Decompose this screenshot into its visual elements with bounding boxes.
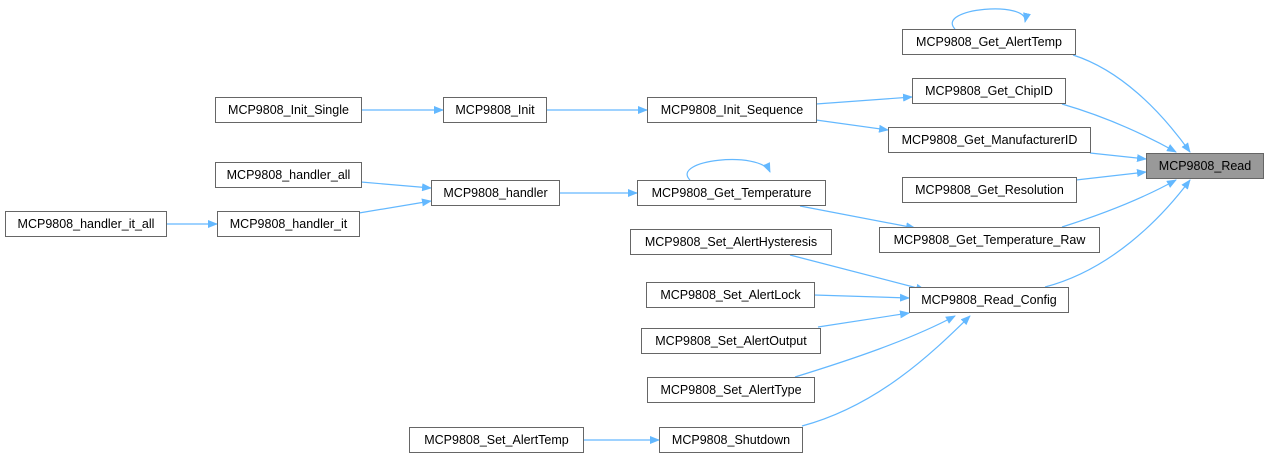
- edge-get-temperature-raw-to-read: [1061, 179, 1177, 228]
- node-get-chipid[interactable]: MCP9808_Get_ChipID: [912, 78, 1066, 104]
- edge-init-sequence-to-get-manufacturerid: [815, 119, 889, 133]
- edge-get-temperature-self: [686, 158, 771, 181]
- edge-set-alertlock-to-read-config: [813, 293, 910, 302]
- node-get-temperature-raw[interactable]: MCP9808_Get_Temperature_Raw: [879, 227, 1100, 253]
- node-handler-it[interactable]: MCP9808_handler_it: [217, 211, 360, 237]
- edge-handler-all-to-handler: [360, 181, 432, 192]
- edge-get-resolution-to-read: [1075, 169, 1147, 181]
- edge-get-manufacturerid-to-read: [1089, 152, 1147, 163]
- node-handler-it-all[interactable]: MCP9808_handler_it_all: [5, 211, 167, 237]
- node-set-alerttemp[interactable]: MCP9808_Set_AlertTemp: [409, 427, 584, 453]
- node-mcp9808-read[interactable]: MCP9808_Read: [1146, 153, 1264, 179]
- node-get-resolution[interactable]: MCP9808_Get_Resolution: [902, 177, 1077, 203]
- node-read-config[interactable]: MCP9808_Read_Config: [909, 287, 1069, 313]
- node-init-single[interactable]: MCP9808_Init_Single: [215, 97, 362, 123]
- node-get-temperature[interactable]: MCP9808_Get_Temperature: [637, 180, 826, 206]
- edge-get-alerttemp-to-read: [1072, 54, 1191, 153]
- edge-read-config-to-read: [1044, 179, 1191, 288]
- node-handler[interactable]: MCP9808_handler: [431, 180, 560, 206]
- edge-shutdown-to-read-config: [801, 315, 971, 427]
- node-shutdown[interactable]: MCP9808_Shutdown: [659, 427, 803, 453]
- edge-set-alerthysteresis-to-read-config: [789, 254, 926, 292]
- node-set-alertoutput[interactable]: MCP9808_Set_AlertOutput: [641, 328, 821, 354]
- node-set-alerttype[interactable]: MCP9808_Set_AlertType: [647, 377, 815, 403]
- node-init[interactable]: MCP9808_Init: [443, 97, 547, 123]
- edge-handler-it-to-handler: [358, 198, 432, 214]
- node-handler-all[interactable]: MCP9808_handler_all: [215, 162, 362, 188]
- node-set-alertlock[interactable]: MCP9808_Set_AlertLock: [646, 282, 815, 308]
- edge-init-sequence-to-get-chipid: [815, 93, 913, 105]
- edge-set-alerttype-to-read-config: [794, 315, 956, 378]
- edge-set-alertoutput-to-read-config: [817, 310, 910, 328]
- node-set-alerthysteresis[interactable]: MCP9808_Set_AlertHysteresis: [630, 229, 832, 255]
- node-init-sequence[interactable]: MCP9808_Init_Sequence: [647, 97, 817, 123]
- edge-get-alerttemp-self: [951, 8, 1031, 30]
- edge-get-temperature-to-raw: [799, 205, 916, 231]
- node-get-alerttemp[interactable]: MCP9808_Get_AlertTemp: [902, 29, 1076, 55]
- edge-get-chipid-to-read: [1061, 103, 1177, 153]
- node-get-manufacturerid[interactable]: MCP9808_Get_ManufacturerID: [888, 127, 1091, 153]
